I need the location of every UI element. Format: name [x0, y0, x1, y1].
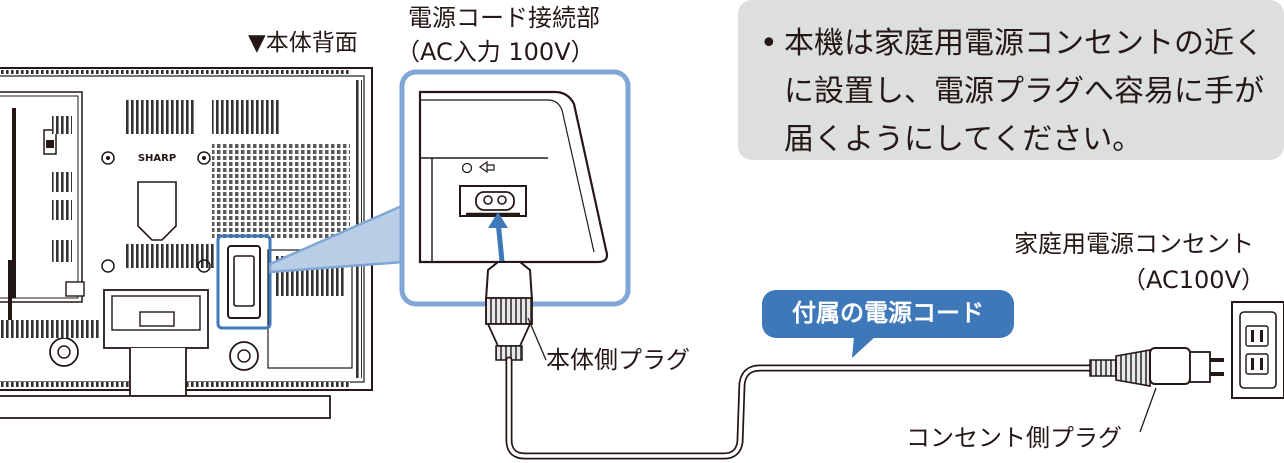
cord-tag-callout: [762, 290, 1014, 358]
body-plug: [485, 297, 547, 361]
connector-title: 電源コード接続部: [408, 4, 600, 32]
ac-inlet-highlight: [216, 234, 272, 330]
wall-outlet: [1231, 301, 1284, 399]
note-box: [738, 0, 1284, 160]
body-plug-label: 本体側プラグ: [546, 346, 690, 374]
brand-logo: SHARP: [138, 153, 176, 164]
note-line: 本機は家庭用電源コンセントの近く: [784, 26, 1264, 61]
connector-spec: （AC入力 100V）: [396, 38, 595, 66]
outlet-spec-label: （AC100V）: [1122, 266, 1265, 294]
outlet-plug: [1089, 347, 1224, 433]
cord-tag-label: 付属の電源コード: [792, 299, 984, 327]
rear-view-label: ▼本体背面: [248, 30, 358, 56]
note-line: に設置し、電源プラグへ容易に手が: [784, 74, 1264, 109]
zoom-inset: [399, 69, 631, 307]
outlet-name-label: 家庭用電源コンセント: [1014, 230, 1254, 258]
outlet-plug-label: コンセント側プラグ: [906, 424, 1122, 452]
note-line: 届くようにしてください。: [784, 122, 1143, 157]
note-bullet: •: [760, 26, 778, 61]
tv-rear-panel: SHARP: [0, 67, 373, 419]
note-text: • 本機は家庭用電源コンセントの近く に設置し、電源プラグへ容易に手が 届くよう…: [760, 20, 1276, 164]
